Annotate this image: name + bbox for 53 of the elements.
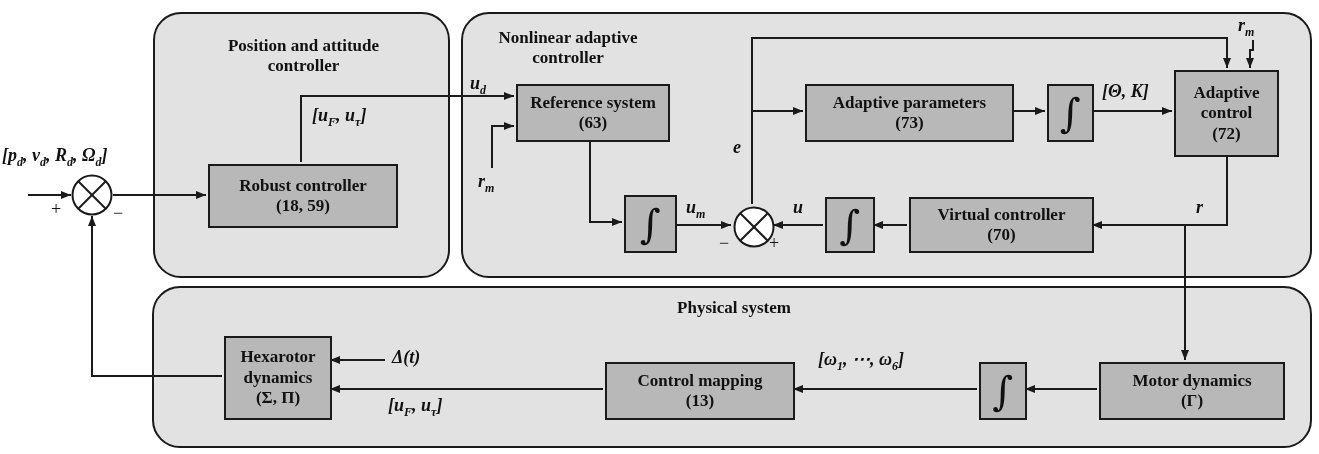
- integrator-block: ∫: [1047, 84, 1094, 142]
- arrow: [112, 191, 207, 199]
- arrow: [88, 215, 223, 377]
- group-panel: [461, 12, 1312, 278]
- edge-label: Δ(t): [392, 348, 421, 368]
- sign-label: −: [113, 204, 124, 222]
- arrow: [674, 221, 732, 229]
- summing-junction: [71, 174, 113, 216]
- group-panel: [153, 12, 450, 278]
- group-title: Nonlinear adaptive controller: [497, 28, 639, 69]
- process-block: Reference system (63): [516, 84, 670, 142]
- arrow: [329, 356, 386, 364]
- integrator-block: ∫: [825, 197, 875, 253]
- group-title: Position and attitude controller: [226, 36, 381, 77]
- arrow: [772, 221, 824, 229]
- edge-label: u: [793, 198, 803, 218]
- process-block: Adaptive control (72): [1174, 70, 1279, 157]
- edge-label: r: [1196, 198, 1203, 218]
- process-block: Robust controller (18, 59): [208, 164, 398, 228]
- arrow: [589, 139, 623, 226]
- process-block: Hexarotor dynamics (Σ, Π): [224, 336, 332, 420]
- edge-label: [ω$_{1}$, ⋯, ω$_{6}$]: [818, 350, 905, 373]
- arrow: [329, 385, 604, 393]
- arrow: [1011, 107, 1046, 115]
- edge-label: [u$_{F}$, u$_{τ}$]: [388, 396, 443, 419]
- group-title: Physical system: [676, 298, 792, 319]
- sign-label: −: [719, 234, 730, 252]
- arrow: [300, 92, 515, 163]
- edge-label: u$_{m}$: [686, 198, 706, 221]
- arrow: [1246, 39, 1254, 69]
- group-panel: [152, 286, 1312, 448]
- process-block: Control mapping (13): [605, 362, 795, 420]
- signal-label: u$_{d}$: [470, 74, 486, 97]
- process-block: Virtual controller (70): [909, 197, 1094, 253]
- sign-label: +: [769, 234, 780, 252]
- edge-label: r$_{m}$: [478, 172, 495, 195]
- arrow: [1091, 107, 1173, 115]
- edge-label: r$_{m}$: [1238, 16, 1255, 39]
- arrow: [751, 37, 1231, 205]
- sign-label: +: [51, 200, 62, 218]
- arrow: [1024, 385, 1098, 393]
- edge-label: [p$_{d}$, v$_{d}$, R$_{d}$, Ω$_{d}$]: [2, 146, 108, 169]
- process-block: Motor dynamics (Γ): [1099, 362, 1285, 420]
- edge-label: e: [733, 138, 741, 158]
- integrator-block: ∫: [624, 195, 677, 253]
- edge-label: [u$_{F}$, u$_{τ}$]: [312, 106, 367, 129]
- process-block: Adaptive parameters (73): [805, 84, 1014, 142]
- arrow: [872, 221, 908, 229]
- arrow: [491, 122, 515, 169]
- arrow: [792, 385, 978, 393]
- integrator-block: ∫: [979, 362, 1027, 420]
- edge-label: [Θ, K]: [1102, 82, 1149, 102]
- arrow: [27, 191, 72, 199]
